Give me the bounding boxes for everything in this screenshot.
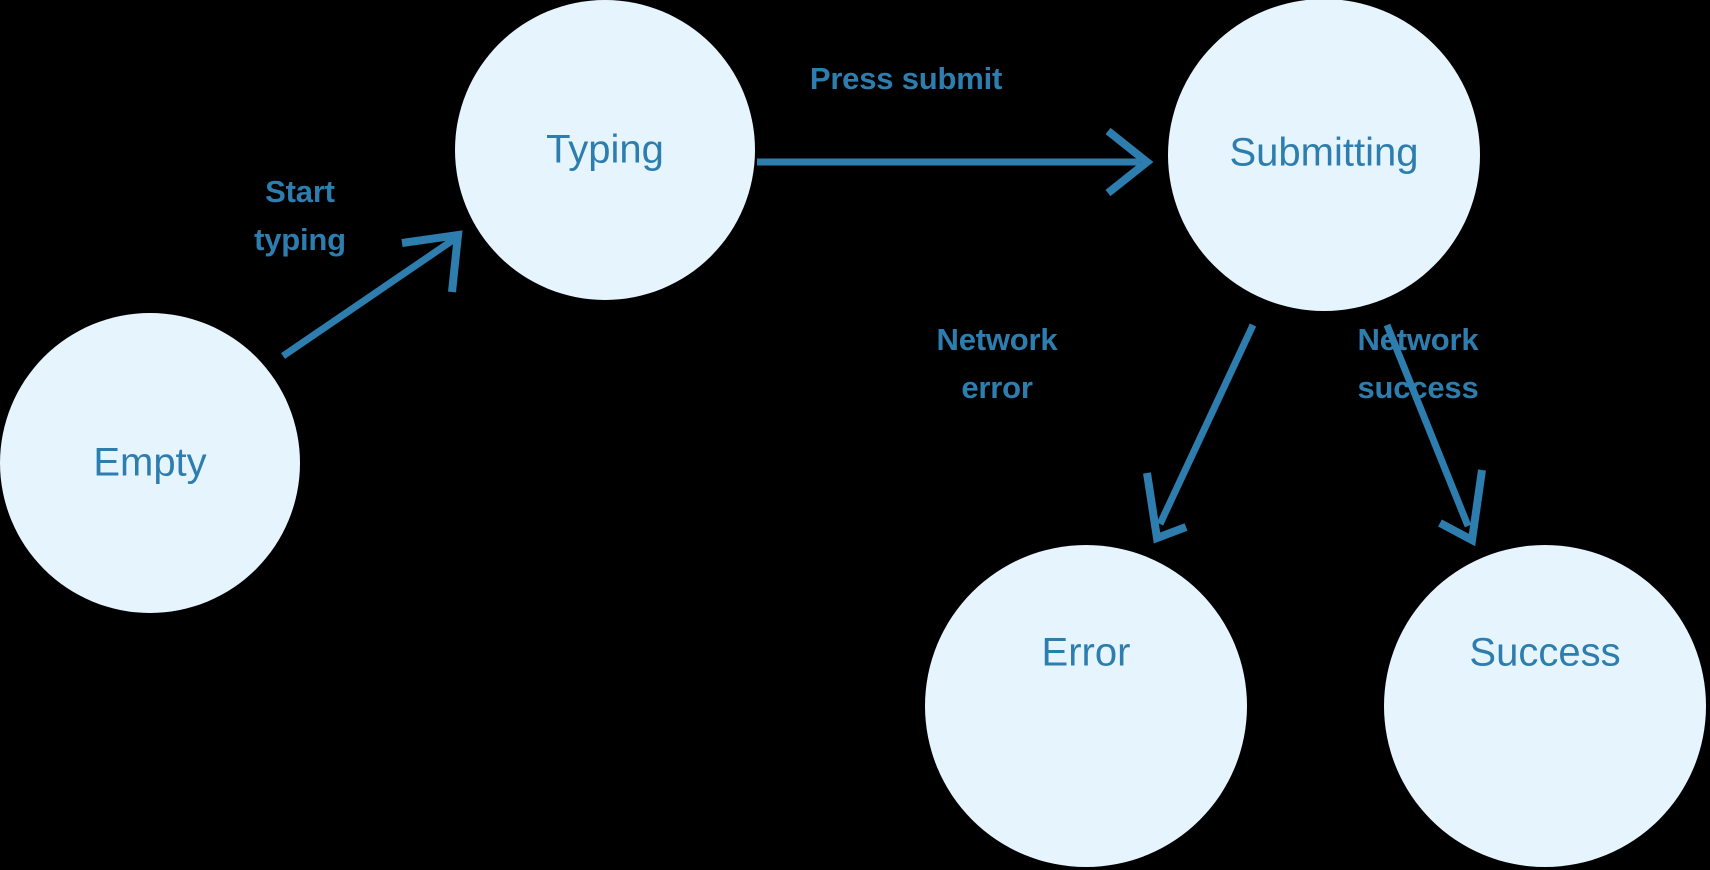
state-node-error[interactable]: Error (925, 545, 1247, 867)
edge-line-empty-to-typing (281, 235, 458, 359)
state-label-error: Error (1042, 631, 1131, 675)
state-node-submitting[interactable]: Submitting (1168, 0, 1480, 311)
arrowhead-submitting-to-error (1143, 472, 1188, 544)
state-circle-success[interactable] (1384, 545, 1706, 867)
arrowhead-submitting-to-success (1438, 469, 1486, 547)
edge-label-submitting-to-error: Network error (937, 322, 1059, 405)
state-circle-error[interactable] (925, 545, 1247, 867)
edge-label-line-2: error (961, 370, 1033, 405)
edge-line-submitting-to-error (1156, 323, 1257, 526)
edge-label-line-1: Press submit (810, 61, 1002, 96)
edge-label-submitting-to-success: Network success (1358, 322, 1480, 405)
state-circle-typing[interactable] (455, 0, 755, 300)
state-label-submitting: Submitting (1230, 131, 1419, 175)
state-node-empty[interactable]: Empty (0, 313, 300, 613)
edge-typing-to-submitting (757, 127, 1154, 197)
arrowhead-typing-to-submitting (1105, 127, 1154, 197)
arrowhead-empty-to-typing (401, 230, 463, 293)
state-label-success: Success (1469, 631, 1620, 675)
edge-submitting-to-error (1143, 323, 1257, 544)
state-label-typing: Typing (546, 128, 664, 172)
edge-label-line-1: Start (265, 174, 335, 209)
edge-submitting-to-success (1383, 323, 1486, 547)
edge-label-line-1: Network (1358, 322, 1480, 357)
state-label-empty: Empty (93, 441, 206, 485)
edge-label-line-1: Network (937, 322, 1059, 357)
state-node-success[interactable]: Success (1384, 545, 1706, 867)
edge-label-typing-to-submitting: Press submit (810, 61, 1002, 96)
edge-line-submitting-to-success (1383, 323, 1472, 528)
edge-empty-to-typing (281, 230, 463, 359)
state-circle-submitting[interactable] (1168, 0, 1480, 311)
state-circle-empty[interactable] (0, 313, 300, 613)
edge-label-empty-to-typing: Start typing (254, 174, 346, 257)
edge-label-line-2: typing (254, 222, 346, 257)
edge-label-line-2: success (1358, 370, 1479, 405)
state-node-typing[interactable]: Typing (455, 0, 755, 300)
